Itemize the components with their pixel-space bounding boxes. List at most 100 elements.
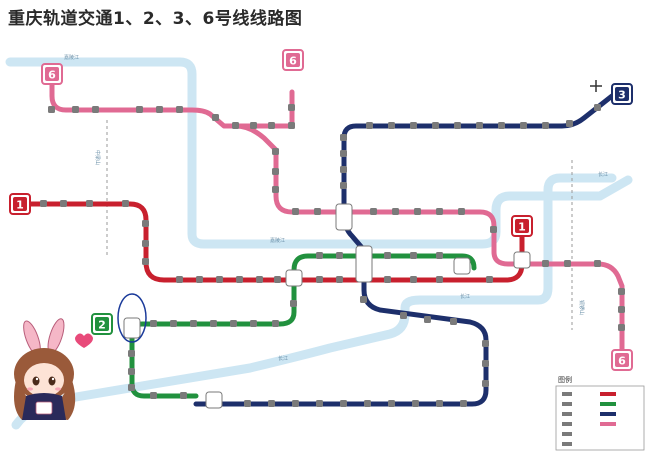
station[interactable] <box>360 296 367 303</box>
station[interactable] <box>436 208 443 215</box>
station[interactable] <box>366 122 373 129</box>
station[interactable] <box>482 340 489 347</box>
transfer-station-box[interactable] <box>513 251 531 269</box>
station[interactable] <box>370 208 377 215</box>
station[interactable] <box>482 380 489 387</box>
transfer-station-box[interactable] <box>285 269 303 287</box>
station[interactable] <box>128 350 135 357</box>
station[interactable] <box>288 122 295 129</box>
line-2-badge[interactable]: 2 <box>91 313 113 335</box>
line-6-badge-north[interactable]: 6 <box>282 49 304 71</box>
station[interactable] <box>316 276 323 283</box>
line-3-badge[interactable]: 3 <box>611 83 633 105</box>
station[interactable] <box>268 400 275 407</box>
station[interactable] <box>196 276 203 283</box>
station[interactable] <box>72 106 79 113</box>
station[interactable] <box>392 208 399 215</box>
station[interactable] <box>176 276 183 283</box>
station[interactable] <box>412 400 419 407</box>
station[interactable] <box>128 368 135 375</box>
station[interactable] <box>388 122 395 129</box>
station[interactable] <box>232 122 239 129</box>
station[interactable] <box>618 324 625 331</box>
station[interactable] <box>566 120 573 127</box>
station[interactable] <box>450 318 457 325</box>
station[interactable] <box>384 252 391 259</box>
station[interactable] <box>128 384 135 391</box>
station[interactable] <box>336 276 343 283</box>
station[interactable] <box>486 276 493 283</box>
station[interactable] <box>340 182 347 189</box>
station[interactable] <box>272 168 279 175</box>
transfer-station-box[interactable] <box>453 257 471 275</box>
station[interactable] <box>594 260 601 267</box>
station[interactable] <box>454 122 461 129</box>
station[interactable] <box>180 392 187 399</box>
station[interactable] <box>60 200 67 207</box>
station[interactable] <box>482 360 489 367</box>
station[interactable] <box>142 240 149 247</box>
station[interactable] <box>86 200 93 207</box>
station[interactable] <box>122 200 129 207</box>
station[interactable] <box>244 400 251 407</box>
station[interactable] <box>542 122 549 129</box>
station[interactable] <box>170 320 177 327</box>
station[interactable] <box>256 276 263 283</box>
station[interactable] <box>410 276 417 283</box>
station[interactable] <box>340 400 347 407</box>
station[interactable] <box>176 106 183 113</box>
station[interactable] <box>150 392 157 399</box>
transfer-station-box[interactable] <box>335 203 353 231</box>
station[interactable] <box>388 400 395 407</box>
line-1-badge-west[interactable]: 1 <box>9 193 31 215</box>
station[interactable] <box>314 208 321 215</box>
station[interactable] <box>436 400 443 407</box>
station[interactable] <box>250 122 257 129</box>
station[interactable] <box>190 320 197 327</box>
station[interactable] <box>212 114 219 121</box>
line-6-badge-south[interactable]: 6 <box>611 349 633 371</box>
transfer-station-box[interactable] <box>205 391 223 409</box>
station[interactable] <box>424 316 431 323</box>
station[interactable] <box>476 122 483 129</box>
station[interactable] <box>150 320 157 327</box>
station[interactable] <box>340 166 347 173</box>
station[interactable] <box>414 208 421 215</box>
transfer-station-box[interactable] <box>123 317 141 339</box>
station[interactable] <box>290 300 297 307</box>
station[interactable] <box>142 220 149 227</box>
station[interactable] <box>292 208 299 215</box>
station[interactable] <box>216 276 223 283</box>
station[interactable] <box>458 208 465 215</box>
station[interactable] <box>272 320 279 327</box>
station[interactable] <box>384 276 391 283</box>
station[interactable] <box>292 400 299 407</box>
station[interactable] <box>274 276 281 283</box>
station[interactable] <box>436 252 443 259</box>
station[interactable] <box>618 288 625 295</box>
station[interactable] <box>272 148 279 155</box>
station[interactable] <box>498 122 505 129</box>
station[interactable] <box>618 306 625 313</box>
station[interactable] <box>594 104 601 111</box>
station[interactable] <box>400 312 407 319</box>
station[interactable] <box>288 104 295 111</box>
station[interactable] <box>316 252 323 259</box>
station[interactable] <box>268 122 275 129</box>
station[interactable] <box>230 320 237 327</box>
station[interactable] <box>236 276 243 283</box>
station[interactable] <box>340 134 347 141</box>
transfer-station-box[interactable] <box>355 245 373 283</box>
station[interactable] <box>48 106 55 113</box>
station[interactable] <box>142 258 149 265</box>
station[interactable] <box>210 320 217 327</box>
station[interactable] <box>336 252 343 259</box>
station[interactable] <box>520 122 527 129</box>
line-1-badge-east[interactable]: 1 <box>511 215 533 237</box>
station[interactable] <box>40 200 47 207</box>
station[interactable] <box>564 260 571 267</box>
station[interactable] <box>490 226 497 233</box>
station[interactable] <box>364 400 371 407</box>
station[interactable] <box>340 150 347 157</box>
station[interactable] <box>136 106 143 113</box>
